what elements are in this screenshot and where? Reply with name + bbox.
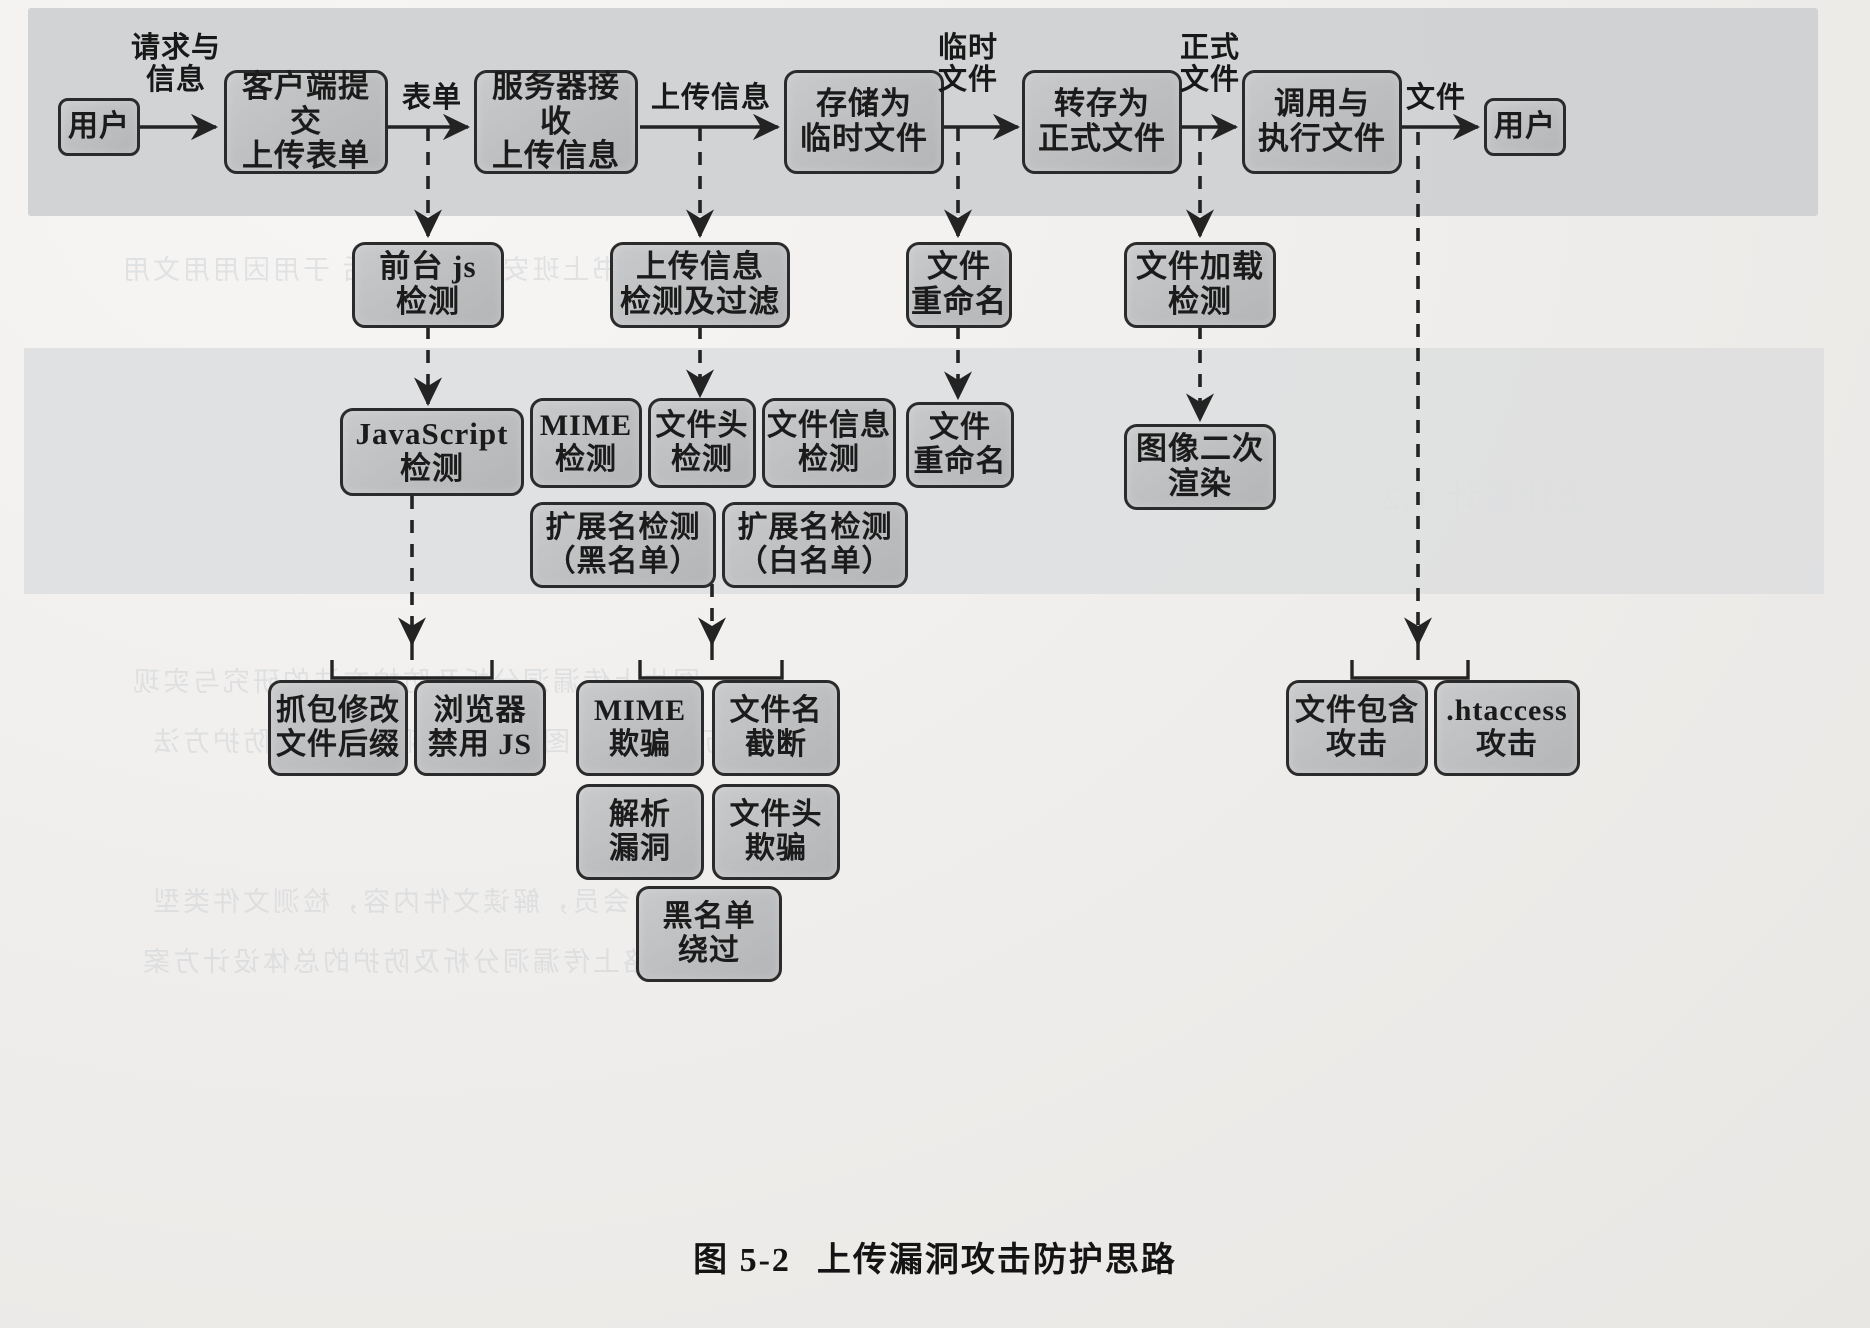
figure-caption-title: 上传漏洞攻击防护思路: [816, 1242, 1177, 1279]
defense-node-upload-info-filter[interactable]: 上传信息 检测及过滤: [610, 242, 790, 328]
edge-label-temp-file: 临时 文件: [937, 32, 998, 97]
flow-node-invoke-execute[interactable]: 调用与 执行文件: [1242, 70, 1402, 174]
flow-node-server-receive[interactable]: 服务器接收 上传信息: [474, 69, 638, 174]
flow-node-client-submit[interactable]: 客户端提交 上传表单: [224, 69, 388, 174]
flow-node-user-end[interactable]: 用户: [1484, 98, 1566, 156]
detail-node-file-info-check[interactable]: 文件信息 检测: [762, 398, 896, 488]
edge-label-form: 表单: [401, 82, 462, 114]
attack-node-mime-spoof[interactable]: MIME 欺骗: [576, 680, 704, 776]
defense-node-file-rename[interactable]: 文件 重命名: [906, 242, 1012, 328]
detail-node-ext-check-blacklist[interactable]: 扩展名检测 （黑名单）: [530, 502, 716, 588]
attack-node-file-header-spoof[interactable]: 文件头 欺骗: [712, 784, 840, 880]
detail-node-file-rename-detail[interactable]: 文件 重命名: [906, 402, 1014, 488]
edge-label-upload-info: 上传信息: [650, 82, 771, 114]
attack-node-blacklist-bypass[interactable]: 黑名单 绕过: [636, 886, 782, 982]
attack-node-packet-modify-suffix[interactable]: 抓包修改 文件后缀: [268, 680, 408, 776]
detail-node-mime-check[interactable]: MIME 检测: [530, 398, 642, 488]
defense-node-frontend-js-check[interactable]: 前台 js 检测: [352, 242, 504, 328]
attack-node-file-include-attack[interactable]: 文件包含 攻击: [1286, 680, 1428, 776]
attack-node-parse-vulnerability[interactable]: 解析 漏洞: [576, 784, 704, 880]
detail-node-ext-check-whitelist[interactable]: 扩展名检测 （白名单）: [722, 502, 908, 588]
figure-caption: 图 5-2 上传漏洞攻击防护思路: [0, 1232, 1870, 1281]
attack-node-filename-truncate[interactable]: 文件名 截断: [712, 680, 840, 776]
detail-node-javascript-check[interactable]: JavaScript 检测: [340, 408, 524, 496]
detail-node-file-header-check[interactable]: 文件头 检测: [648, 398, 756, 488]
edge-label-formal-file: 正式 文件: [1179, 32, 1240, 97]
defense-node-file-load-check[interactable]: 文件加载 检测: [1124, 242, 1276, 328]
flow-node-store-temp[interactable]: 存储为 临时文件: [784, 70, 944, 174]
flow-node-user-start[interactable]: 用户: [58, 98, 140, 156]
edge-label-file: 文件: [1405, 82, 1466, 114]
attack-node-browser-disable-js[interactable]: 浏览器 禁用 JS: [414, 680, 546, 776]
attack-node-htaccess-attack[interactable]: .htaccess 攻击: [1434, 680, 1580, 776]
edge-label-request-info: 请求与 信息: [130, 32, 221, 97]
flow-node-move-formal[interactable]: 转存为 正式文件: [1022, 70, 1182, 174]
figure-caption-number: 图 5-2: [693, 1242, 791, 1279]
detail-node-image-rerender[interactable]: 图像二次 渲染: [1124, 424, 1276, 510]
